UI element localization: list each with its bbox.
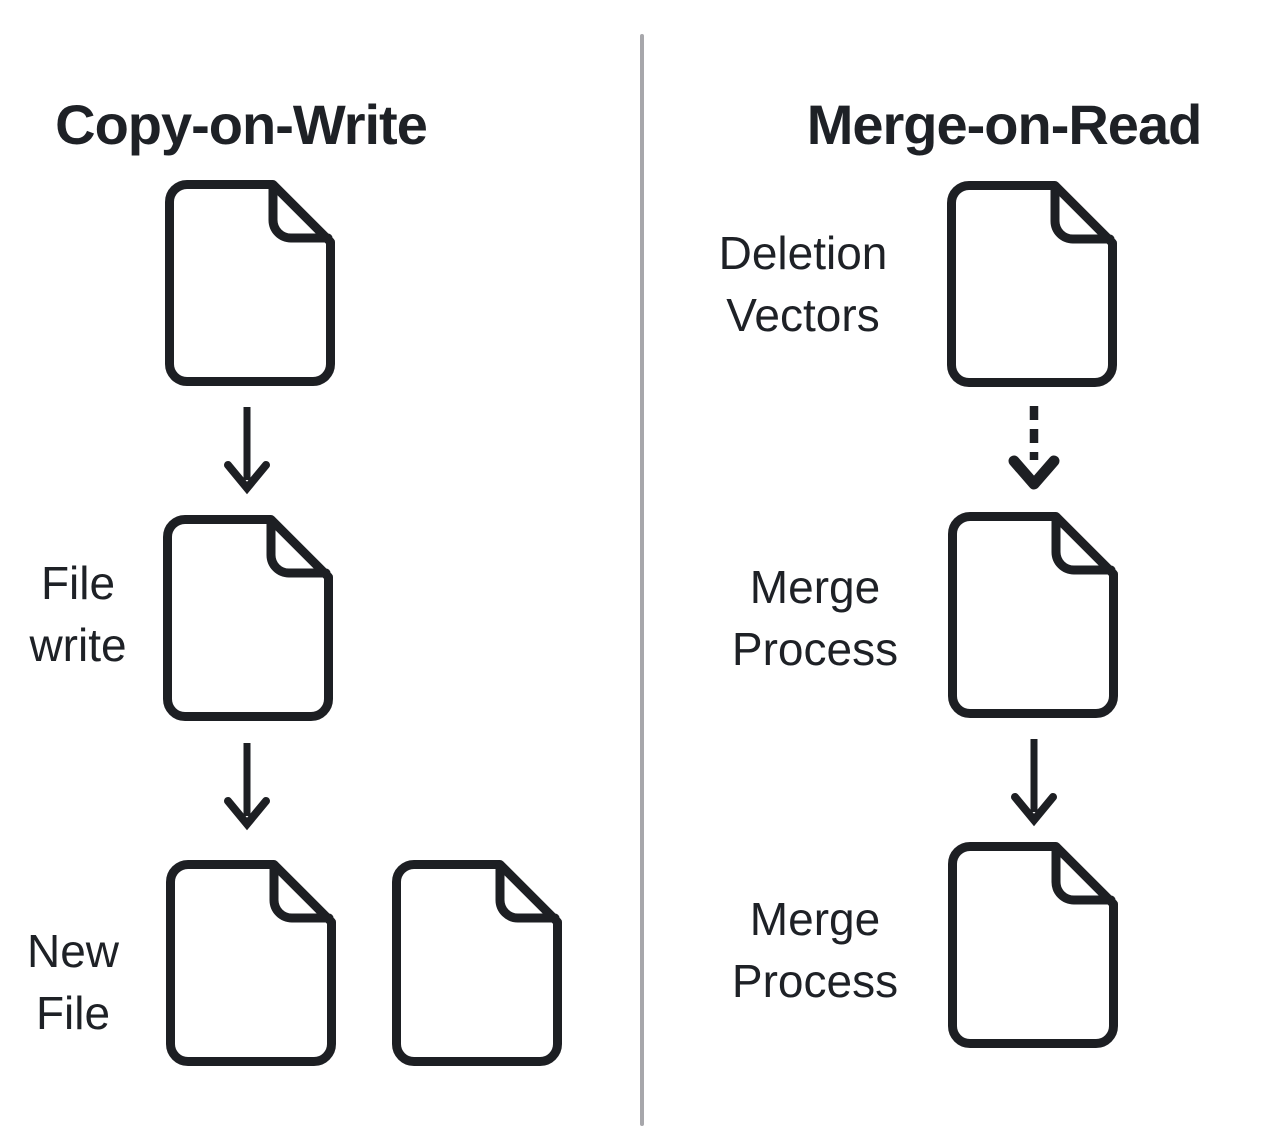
file-write-label: File write xyxy=(29,557,127,671)
file-icon xyxy=(948,842,1118,1048)
file-icon xyxy=(948,512,1118,718)
arrow-down-icon xyxy=(224,743,270,831)
arrow-down-icon xyxy=(224,407,270,495)
file-icon xyxy=(166,860,336,1066)
file-icon xyxy=(947,181,1117,387)
arrow-down-icon xyxy=(1011,739,1057,827)
left-column-title: Copy-on-Write xyxy=(55,92,428,156)
file-icon xyxy=(392,860,562,1066)
dashed-arrow-down-icon xyxy=(1008,406,1060,490)
file-icon xyxy=(165,180,335,386)
right-column-title: Merge-on-Read xyxy=(806,92,1203,156)
file-icon xyxy=(163,515,333,721)
column-divider xyxy=(640,34,644,1126)
merge-process-label: Merge Process xyxy=(731,561,899,675)
new-file-label: New File xyxy=(26,925,120,1039)
merge-process-label: Merge Process xyxy=(731,893,899,1007)
deletion-vectors-label: Deletion Vectors xyxy=(718,227,888,341)
